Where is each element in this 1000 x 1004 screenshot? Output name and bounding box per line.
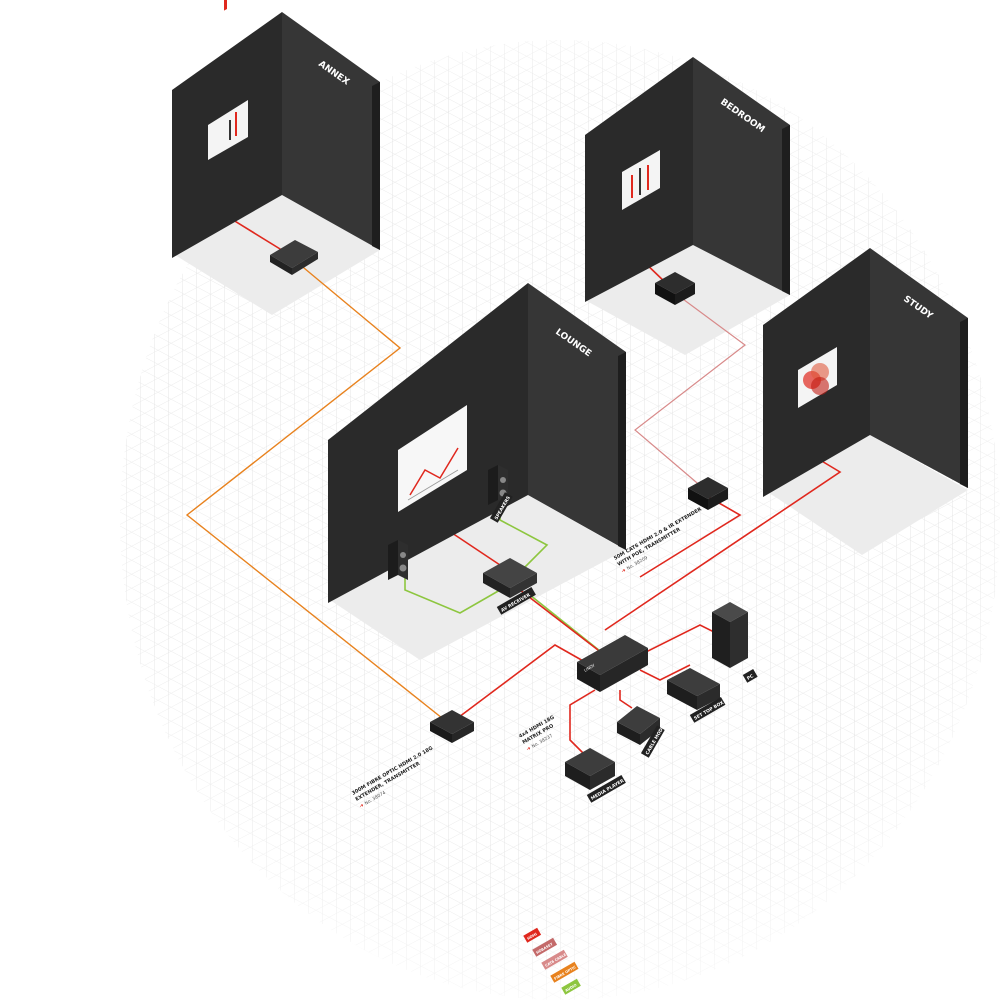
legend-item-audio: AUDIO <box>561 978 581 995</box>
cable-modem <box>617 706 660 745</box>
media-player <box>565 748 615 790</box>
room-lounge: LOUNGE <box>328 283 626 603</box>
part-arrow-icon: ➜ <box>359 802 366 809</box>
legend-item-hdmi: HDMI <box>523 927 542 943</box>
set-top-box <box>667 668 720 710</box>
fibre-cable-annex <box>185 257 448 723</box>
cat6-extender-tx <box>688 477 728 510</box>
speaker-left <box>388 540 408 580</box>
part-arrow-icon: ➜ <box>621 567 628 574</box>
part-arrow-icon: ➜ <box>526 745 533 752</box>
room-study: STUDY <box>763 248 968 497</box>
svg-text:HDMI: HDMI <box>527 932 538 941</box>
extender-bedroom <box>655 272 695 305</box>
room-annex: ANNEX <box>172 0 380 275</box>
hdbaset-cable-bedroom <box>634 287 746 489</box>
tv-screen-bedroom <box>622 150 660 210</box>
svg-text:AUDIO: AUDIO <box>565 983 578 993</box>
fibre-extender-tx <box>430 710 474 743</box>
pc-tower <box>712 602 748 668</box>
av-receiver-lounge <box>483 558 537 598</box>
room-bedroom: BEDROOM <box>585 57 790 305</box>
tag-pc: PC <box>746 673 755 682</box>
tv-screen-study <box>798 347 837 408</box>
hdmi-matrix: LINDY <box>577 635 648 692</box>
tv-screen-lounge <box>398 405 467 512</box>
audio-cable <box>404 575 501 614</box>
svg-text:LINDY: LINDY <box>583 662 596 672</box>
receiver-annex <box>270 240 318 275</box>
tv-screen-annex <box>208 0 248 160</box>
